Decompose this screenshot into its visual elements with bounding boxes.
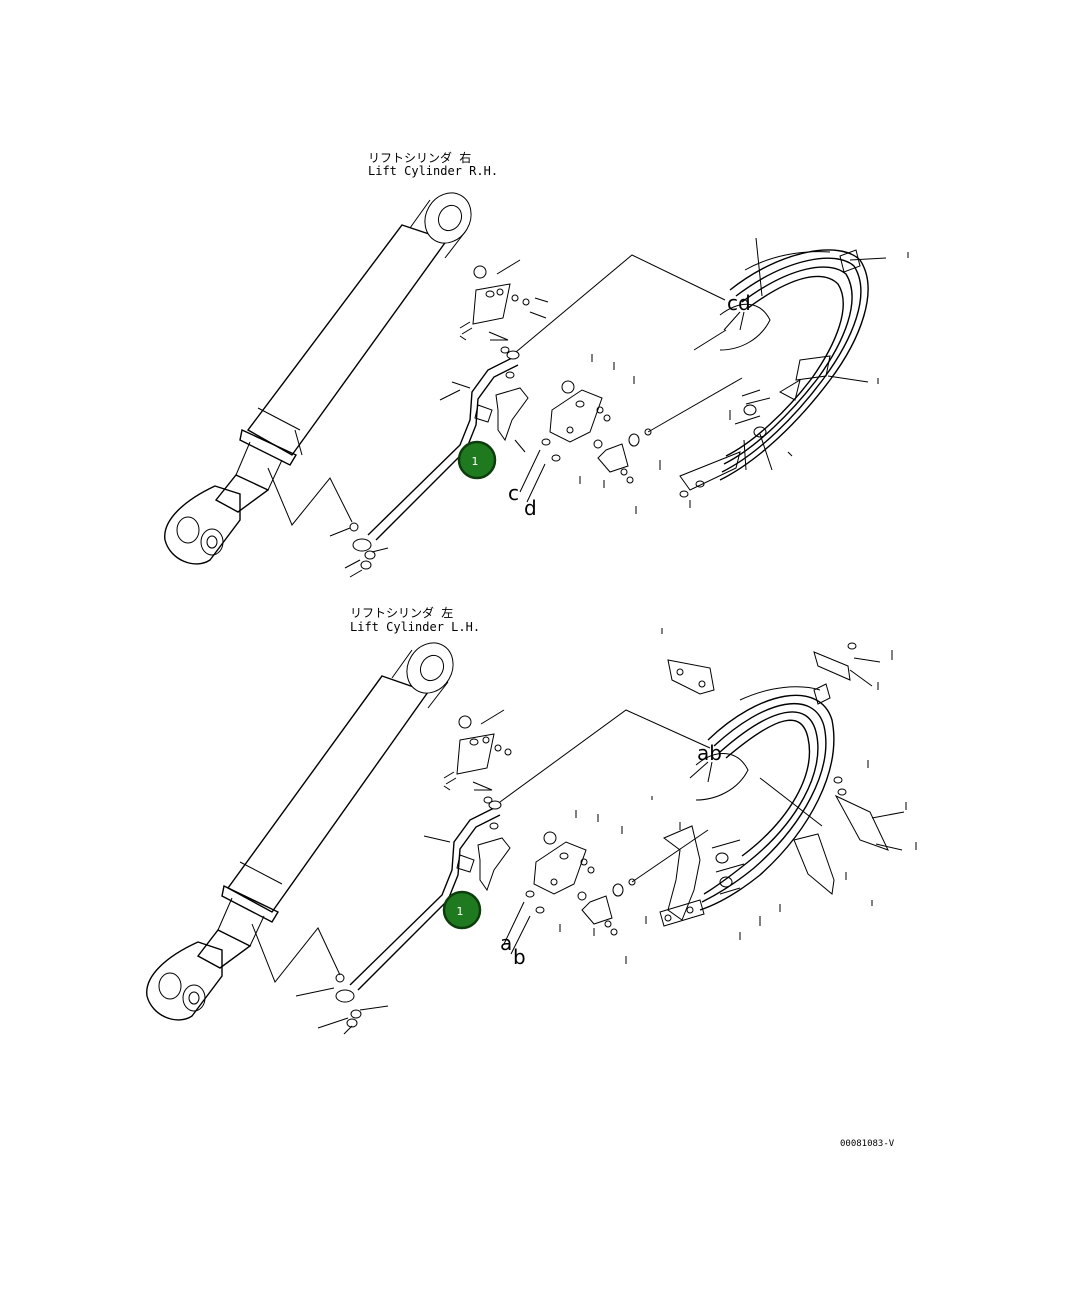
- lh-label-b: b: [513, 945, 526, 969]
- lh-routing-line: [499, 709, 711, 803]
- lh-assembly: リフトシリンダ 左 Lift Cylinder L.H.: [146, 605, 905, 1035]
- rh-title-en: Lift Cylinder R.H.: [368, 164, 498, 178]
- lh-upper-fittings: [443, 709, 512, 791]
- rh-hose-bundle: [679, 237, 887, 498]
- lh-tube: [349, 796, 502, 991]
- rh-assembly: リフトシリンダ 右 Lift Cylinder R.H.: [164, 150, 887, 578]
- lh-callout-1[interactable]: 1: [442, 890, 482, 930]
- lh-title-en: Lift Cylinder L.H.: [350, 620, 480, 634]
- rh-callout-1[interactable]: 1: [457, 440, 497, 480]
- rh-label-cd: cd: [727, 291, 751, 315]
- rh-tube: [367, 346, 520, 541]
- rh-routing-line: [515, 254, 726, 353]
- rh-label-d: d: [524, 496, 537, 520]
- rh-callout-1-label: 1: [472, 455, 479, 468]
- rh-title-jp: リフトシリンダ 右: [368, 150, 471, 165]
- rh-valve-cluster: [439, 371, 652, 503]
- lh-label-a: a: [500, 931, 512, 955]
- drawing-code: 00081083-V: [840, 1139, 895, 1149]
- lh-cylinder: [146, 642, 454, 1021]
- rh-leader-zigzag: [267, 467, 353, 526]
- lh-valve-cluster: [423, 822, 636, 955]
- lh-label-ab: ab: [697, 741, 722, 765]
- rh-lower-flange: [329, 522, 389, 578]
- lh-leader-zigzag: [251, 923, 341, 983]
- rh-label-c: c: [508, 481, 519, 505]
- lh-callout-1-label: 1: [457, 905, 464, 918]
- rh-upper-fittings: [459, 259, 549, 341]
- lh-hose-bundle: [659, 642, 905, 927]
- rh-cylinder: [164, 192, 472, 565]
- lh-lower-flange: [295, 973, 389, 1035]
- index-marks: [559, 252, 917, 964]
- lh-title-jp: リフトシリンダ 左: [350, 605, 453, 620]
